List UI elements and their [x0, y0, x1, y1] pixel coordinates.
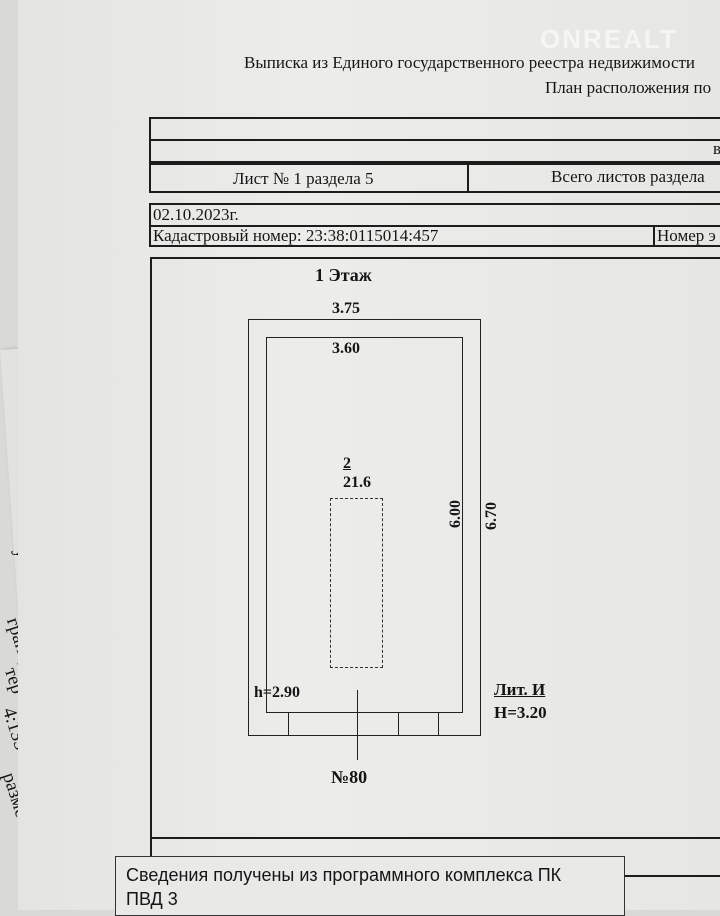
inner-width: 3.60 — [332, 340, 360, 357]
document-page — [18, 0, 720, 910]
inner-length: 6.00 — [447, 500, 464, 528]
document-title: Выписка из Единого государственного реес… — [244, 53, 696, 72]
total-sheets-label: Всего листов раздела — [551, 167, 705, 186]
footer-note-line1: Сведения получены из программного компле… — [126, 865, 562, 885]
sheet-label: Лист № 1 раздела 5 — [233, 169, 374, 188]
outer-height: H=3.20 — [494, 703, 547, 722]
floor-number-label: Номер э — [657, 226, 716, 245]
pointer-line — [357, 690, 358, 760]
outer-width: 3.75 — [332, 300, 360, 317]
dashed-element — [330, 498, 383, 668]
outer-wall — [248, 319, 481, 736]
document-subtitle: План расположения по — [545, 78, 712, 97]
sheet-table: Лист № 1 раздела 5 Всего листов раздела — [149, 163, 720, 193]
liter-label: Лит. И — [494, 680, 546, 699]
date: 02.10.2023г. — [153, 205, 239, 224]
cadastral-number: Кадастровый номер: 23:38:0115014:457 — [153, 226, 439, 245]
floor-title: 1 Этаж — [315, 265, 372, 285]
watermark: ONREALT — [540, 24, 678, 54]
room-area: 21.6 — [343, 474, 371, 491]
outer-length: 6.70 — [483, 502, 500, 530]
header-table: в — [149, 117, 720, 163]
room-number: 2 — [343, 455, 351, 472]
footer-note-line2: ПВД 3 — [126, 889, 178, 909]
house-number: №80 — [331, 767, 368, 787]
header-cell: в — [713, 139, 720, 158]
footer-note: Сведения получены из программного компле… — [115, 856, 625, 916]
inner-height: h=2.90 — [254, 684, 301, 701]
info-table: 02.10.2023г. Кадастровый номер: 23:38:01… — [149, 203, 720, 247]
inner-wall — [266, 337, 463, 713]
